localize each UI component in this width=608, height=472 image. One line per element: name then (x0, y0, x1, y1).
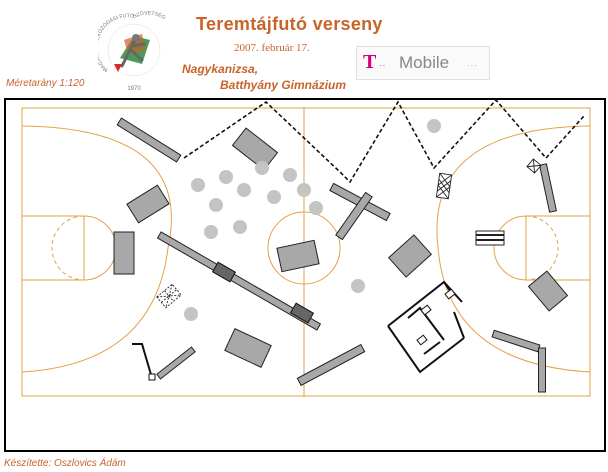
obstacles (113, 117, 569, 393)
obstacle-bar (335, 191, 373, 241)
corner-bracket (132, 343, 156, 381)
balls (184, 119, 441, 321)
page-title: Teremtájfutó verseny (196, 14, 383, 34)
beam-connector (289, 302, 315, 324)
map-author: Készítette: Oszlovics Ádám (4, 458, 126, 469)
basketball-hoops (435, 158, 542, 200)
striped-bench (475, 230, 505, 246)
ball (267, 190, 281, 204)
obstacle-table (387, 234, 433, 278)
sponsor-logo-trailing-dots: ··· (467, 61, 478, 70)
obstacle-bar (538, 163, 558, 213)
logo-year: 1970 (127, 86, 141, 92)
court-right-key (525, 215, 591, 281)
map-scale: Méretarány 1:120 (6, 78, 85, 89)
hurdle-cross-icon (156, 283, 182, 309)
obstacle-table (224, 328, 272, 368)
ball (255, 161, 269, 175)
obstacle-table (231, 127, 279, 171)
sponsor-logo-dots: ·· (379, 61, 387, 70)
location-city: Nagykanizsa, (182, 62, 259, 76)
ball (309, 201, 323, 215)
ball (204, 225, 218, 239)
court-right-key-arc (493, 215, 527, 281)
beam-connectors (211, 261, 315, 324)
sponsor-logo-t: T (363, 51, 377, 73)
ball (233, 220, 247, 234)
rope-dashed-line (183, 98, 585, 184)
orienteering-map (4, 98, 606, 452)
ball (351, 279, 365, 293)
ball (209, 198, 223, 212)
ball (184, 307, 198, 321)
court-left-key-arc-dashed (51, 215, 85, 281)
event-date: 2007. február 17. (234, 42, 310, 54)
ball (191, 178, 205, 192)
obstacle-bar (296, 343, 366, 387)
ball (283, 168, 297, 182)
obstacle-table (113, 231, 135, 275)
court-center-circle (267, 211, 341, 285)
basketball-hoop-icon (435, 172, 453, 200)
maze-structure (387, 280, 465, 374)
obstacle-table (126, 184, 170, 224)
obstacle-bar (116, 117, 182, 163)
ball (237, 183, 251, 197)
map-frame (4, 98, 606, 452)
court-left-key (21, 215, 85, 281)
basketball-hoop-icon (526, 158, 542, 174)
location-venue: Batthyány Gimnázium (220, 78, 347, 92)
obstacle-long-beam (156, 231, 322, 331)
federation-logo: MAGYAR TÁJÉKOZÓDÁSI FUTÓ SZÖVETSÉG 1970 (98, 10, 166, 92)
obstacle-table (527, 270, 569, 312)
court-lines (21, 107, 591, 397)
sponsor-logo: T ·· Mobile ··· (356, 46, 490, 80)
ball (427, 119, 441, 133)
beam-connector (211, 261, 237, 283)
logo-text-right: SZÖVETSÉG (132, 10, 166, 21)
sponsor-logo-name: Mobile (399, 53, 450, 72)
ball (297, 183, 311, 197)
court-right-three-point (436, 125, 591, 373)
ball (219, 170, 233, 184)
obstacle-table (276, 239, 320, 273)
court-left-three-point (21, 125, 172, 373)
obstacle-bar (538, 347, 546, 393)
obstacle-bar (156, 346, 196, 380)
